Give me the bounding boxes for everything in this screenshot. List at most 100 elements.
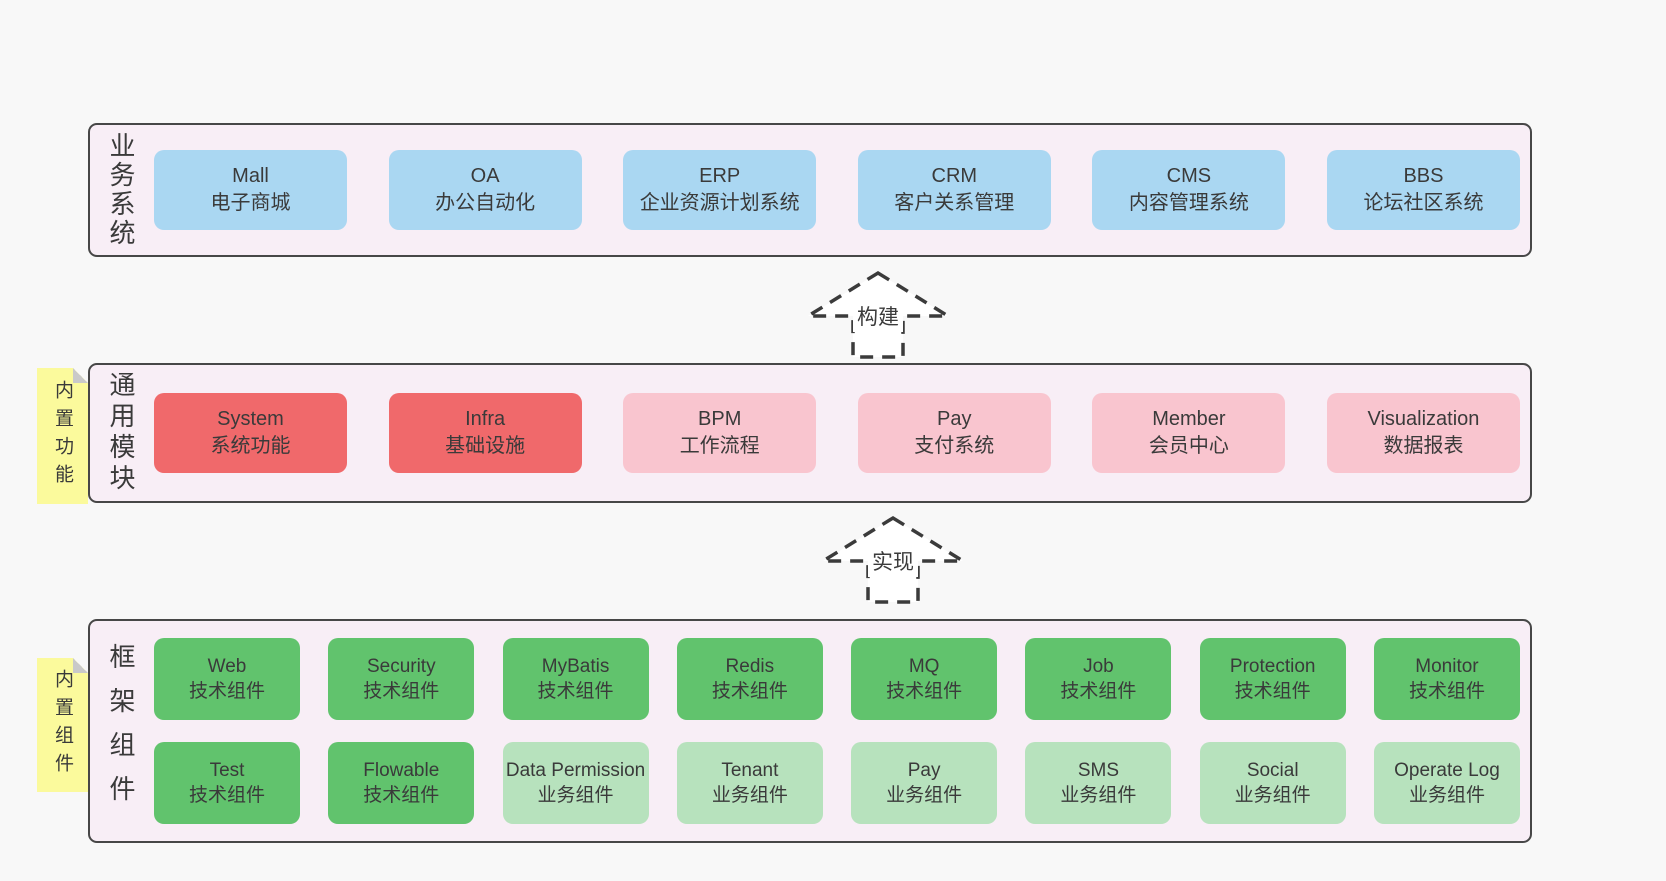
box-name: Visualization xyxy=(1367,408,1480,430)
box-desc: 业务组件 xyxy=(711,785,788,806)
box-social: Social 业务组件 xyxy=(1199,742,1346,824)
box-desc: 企业资源计划系统 xyxy=(639,192,800,214)
box-name: MQ xyxy=(908,656,940,677)
box-mq: MQ 技术组件 xyxy=(851,638,998,720)
box-system: System 系统功能 xyxy=(154,393,347,473)
box-name: Infra xyxy=(465,408,506,430)
box-desc: 技术组件 xyxy=(711,681,788,702)
sticky-text: 内置功能 xyxy=(52,380,73,492)
box-name: Web xyxy=(207,656,247,677)
box-name: SMS xyxy=(1077,760,1119,781)
framework-row-1: Web 技术组件 Security 技术组件 MyBatis 技术组件 Redi… xyxy=(154,638,1520,720)
box-desc: 技术组件 xyxy=(537,681,614,702)
box-name: Member xyxy=(1152,408,1226,430)
box-bbs: BBS 论坛社区系统 xyxy=(1326,150,1520,230)
box-desc: 论坛社区系统 xyxy=(1363,192,1484,214)
box-desc: 技术组件 xyxy=(363,785,440,806)
box-name: Test xyxy=(209,760,245,781)
band-label-common-modules: 通用模块 xyxy=(106,371,136,495)
box-name: MyBatis xyxy=(541,656,610,677)
box-name: System xyxy=(217,408,284,430)
box-desc: 支付系统 xyxy=(914,435,995,457)
box-name: Job xyxy=(1083,656,1114,677)
box-desc: 数据报表 xyxy=(1383,435,1464,457)
box-desc: 业务组件 xyxy=(1060,785,1137,806)
box-desc: 会员中心 xyxy=(1148,435,1229,457)
box-desc: 技术组件 xyxy=(886,681,963,702)
box-mall: Mall 电子商城 xyxy=(154,150,347,230)
folded-corner-icon xyxy=(73,658,88,673)
box-data-permission: Data Permission 业务组件 xyxy=(502,742,649,824)
box-tenant: Tenant 业务组件 xyxy=(676,742,823,824)
band-label-column: 业务系统 xyxy=(90,125,152,255)
box-desc: 基础设施 xyxy=(445,435,526,457)
box-name: BPM xyxy=(698,408,742,430)
implement-arrow: 实现 xyxy=(820,515,966,605)
business-boxes-row: Mall 电子商城 OA 办公自动化 ERP 企业资源计划系统 CRM 客户关系… xyxy=(152,125,1530,255)
box-name: Monitor xyxy=(1415,656,1479,677)
box-name: CRM xyxy=(931,165,978,187)
sticky-text: 内置组件 xyxy=(52,669,73,781)
band-label-column: 通用模块 xyxy=(90,365,152,501)
framework-components-container: 框架组件 Web 技术组件 Security 技术组件 MyBatis 技术组件… xyxy=(88,619,1532,843)
sticky-note-builtin-components: 内置组件 xyxy=(37,658,88,792)
box-oa: OA 办公自动化 xyxy=(388,150,582,230)
box-web: Web 技术组件 xyxy=(154,638,300,720)
box-name: ERP xyxy=(699,165,741,187)
box-desc: 电子商城 xyxy=(210,192,291,214)
box-job: Job 技术组件 xyxy=(1025,638,1172,720)
box-desc: 技术组件 xyxy=(363,681,440,702)
box-name: CMS xyxy=(1166,165,1212,187)
module-boxes-row: System 系统功能 Infra 基础设施 BPM 工作流程 Pay 支付系统… xyxy=(152,365,1530,501)
box-desc: 技术组件 xyxy=(188,785,265,806)
box-flowable: Flowable 技术组件 xyxy=(328,742,475,824)
box-name: Data Permission xyxy=(505,760,646,781)
common-modules-container: 通用模块 System 系统功能 Infra 基础设施 BPM 工作流程 Pay… xyxy=(88,363,1532,503)
box-protection: Protection 技术组件 xyxy=(1199,638,1346,720)
box-desc: 技术组件 xyxy=(188,681,265,702)
band-label-framework-components: 框架组件 xyxy=(106,643,136,819)
folded-corner-icon xyxy=(73,368,88,383)
box-desc: 系统功能 xyxy=(210,435,291,457)
box-name: Redis xyxy=(725,656,775,677)
band-label-column: 框架组件 xyxy=(90,621,152,841)
box-desc: 业务组件 xyxy=(1234,785,1311,806)
box-infra: Infra 基础设施 xyxy=(388,393,582,473)
box-erp: ERP 企业资源计划系统 xyxy=(623,150,817,230)
box-name: Pay xyxy=(937,408,972,430)
box-test: Test 技术组件 xyxy=(154,742,300,824)
arrow-label-implement: 实现 xyxy=(868,545,918,577)
box-security: Security 技术组件 xyxy=(328,638,475,720)
box-name: Tenant xyxy=(721,760,779,781)
box-monitor: Monitor 技术组件 xyxy=(1373,638,1520,720)
box-name: Flowable xyxy=(363,760,440,781)
sticky-note-builtin-functions: 内置功能 xyxy=(37,368,88,504)
box-visualization: Visualization 数据报表 xyxy=(1326,393,1520,473)
box-name: Mall xyxy=(232,165,269,187)
box-pay-module: Pay 支付系统 xyxy=(857,393,1051,473)
box-crm: CRM 客户关系管理 xyxy=(857,150,1051,230)
box-member: Member 会员中心 xyxy=(1092,393,1286,473)
framework-row-2: Test 技术组件 Flowable 技术组件 Data Permission … xyxy=(154,742,1520,824)
box-desc: 业务组件 xyxy=(537,785,614,806)
box-operate-log: Operate Log 业务组件 xyxy=(1373,742,1520,824)
box-name: OA xyxy=(470,165,500,187)
box-bpm: BPM 工作流程 xyxy=(623,393,817,473)
box-desc: 技术组件 xyxy=(1060,681,1137,702)
box-desc: 技术组件 xyxy=(1234,681,1311,702)
box-name: BBS xyxy=(1403,165,1444,187)
build-arrow: 构建 xyxy=(805,270,951,360)
box-name: Operate Log xyxy=(1394,760,1500,781)
box-cms: CMS 内容管理系统 xyxy=(1092,150,1286,230)
box-desc: 办公自动化 xyxy=(435,192,536,214)
box-redis: Redis 技术组件 xyxy=(676,638,823,720)
box-desc: 业务组件 xyxy=(1408,785,1485,806)
box-name: Social xyxy=(1246,760,1299,781)
box-pay-component: Pay 业务组件 xyxy=(851,742,998,824)
business-systems-container: 业务系统 Mall 电子商城 OA 办公自动化 ERP 企业资源计划系统 CRM… xyxy=(88,123,1532,257)
box-name: Security xyxy=(366,656,436,677)
box-desc: 技术组件 xyxy=(1408,681,1485,702)
box-name: Protection xyxy=(1229,656,1316,677)
arrow-label-build: 构建 xyxy=(853,300,903,332)
